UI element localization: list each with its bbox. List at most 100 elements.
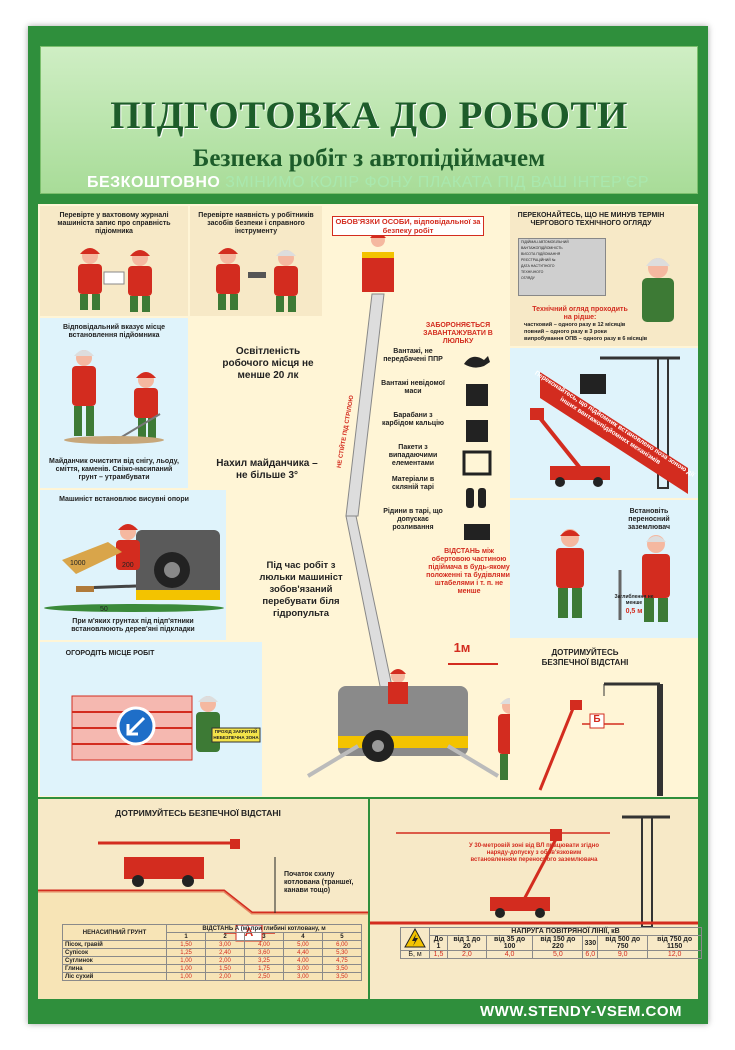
distance-b-value: 5,0 <box>532 950 584 959</box>
distance-value: 1,75 <box>243 964 284 973</box>
panel-grounding: Встановіть переносний заземлювач Заглибл… <box>510 500 698 638</box>
site-choice-text: Відповідальний вказує місце встановлення… <box>62 324 166 339</box>
poster-subtitle: Безпека робіт з автопідіймачем <box>192 145 546 172</box>
title-box: ПІДГОТОВКА ДО РОБОТИ Безпека робіт з авт… <box>40 46 698 194</box>
grounding-text: Встановіть переносний заземлювач <box>627 508 671 531</box>
workers-journal-illustration <box>78 248 152 312</box>
forbidden-item: Рідини в тарі, що допускає розливання <box>383 508 443 531</box>
journal-text: Перевірте у вахтовому журналі машиніста … <box>57 212 171 235</box>
soil-name: Пісок, гравій <box>61 940 168 949</box>
distance-value: 3,50 <box>321 972 363 981</box>
soft-ground-text: При м'яких грунтах під підп'ятники встан… <box>71 618 195 633</box>
vl-note: У 30-метровій зоні від ВЛ працювати згід… <box>468 843 600 863</box>
inspection-item: випробування ОПВ – одного разу в 6 місяц… <box>524 336 648 342</box>
forbidden-title: ЗАБОРОНЯЄТЬСЯ ЗАВАНТАЖУВАТИ В ЛЮЛЬКУ <box>423 322 493 345</box>
grounding-depth-value: 0,5 м <box>625 608 643 615</box>
table-row: Суглинок 1,00 2,00 3,25 4,00 4,75 <box>61 956 363 965</box>
distance-value: 1,00 <box>166 972 207 981</box>
panel-vl-distance: У 30-метровій зоні від ВЛ працювати згід… <box>370 799 698 999</box>
distance-value: 2,00 <box>205 972 245 981</box>
vl-illustration <box>370 815 698 928</box>
distance-value: 1,25 <box>166 948 207 957</box>
distance-value: 3,00 <box>205 940 245 949</box>
distance-b-value: 12,0 <box>647 950 702 959</box>
distance-value: 5,30 <box>321 948 363 957</box>
fence-illustration <box>71 695 261 761</box>
voltage-distance-table: НАПРУГА ПОВІТРЯНОЇ ЛІНІЇ, кВ До 1 від 1 … <box>400 927 702 959</box>
soil-name: Суглинок <box>61 956 168 965</box>
sign-line1: ПРОХІД ЗАКРИТИЙ <box>214 729 258 734</box>
voltage-cell: 330 <box>582 935 599 951</box>
voltage-cell: від 1 до 20 <box>446 935 487 951</box>
soil-name: Глина <box>61 964 168 973</box>
dim-200: 200 <box>122 562 134 569</box>
sign-line2: НЕБЕЗПЕЧНА ЗОНА <box>213 735 259 740</box>
forbidden-item: Барабани з карбідом кальцію <box>381 412 445 427</box>
grounding-depth-label: Заглиблення не менше <box>614 594 654 606</box>
safety-officer-text: ОБОВ'ЯЗКИ ОСОБИ, відповідальної за безпе… <box>332 216 484 236</box>
panel-ppe: Перевірте наявність у робітників засобів… <box>190 206 322 316</box>
forbidden-list: Вантажі, не передбачені ППР Вантажі неві… <box>378 348 518 540</box>
table-row: Пісок, гравій 1,50 3,00 4,00 5,00 6,00 <box>61 940 363 949</box>
site-choice-illustration <box>64 350 164 444</box>
workers-ppe-illustration <box>216 248 298 312</box>
distance-b-value: 1,5 <box>429 950 448 959</box>
poster: ПІДГОТОВКА ДО РОБОТИ Безпека робіт з авт… <box>28 26 708 1024</box>
distance-b-value: 9,0 <box>597 950 649 959</box>
depth-cell: 4 <box>282 932 323 941</box>
distance-value: 6,00 <box>321 940 363 949</box>
panel-crane: Переконайтесь, що підйомник встановлено … <box>510 348 698 498</box>
plate-line: ДАТА НАСТУПНОГО <box>521 264 555 268</box>
inspection-plate: ПІДІЙМАЧ АВТОМОБІЛЬНИЙ ВАНТАЖОПІДЙОМНІСТ… <box>518 238 606 296</box>
forbidden-item: Вантажі, не передбачені ППР <box>383 348 443 363</box>
depth-cell: 3 <box>243 932 284 941</box>
table-row: Б, м 1,5 2,0 4,0 5,0 6,0 9,0 12,0 <box>400 950 702 959</box>
distance-value: 2,00 <box>205 956 245 965</box>
safe-distance-right-title: ДОТРИМУЙТЕСЬ БЕЗПЕЧНОЇ ВІДСТАНІ <box>541 648 629 667</box>
lighting-text: Освітленість робочого місця не менше 20 … <box>222 346 314 381</box>
distance-value: 1,00 <box>166 956 207 965</box>
aerial-lift-illustration <box>306 233 522 780</box>
forbidden-item: Вантажі невідомої маси <box>381 380 445 395</box>
trench-note: Початок схилу котлована (траншеї, канави… <box>284 871 354 894</box>
plate-line: ПІДІЙМАЧ АВТОМОБІЛЬНИЙ <box>521 240 569 244</box>
table-row: Ліс сухий 1,00 2,00 2,50 3,00 3,50 <box>61 972 363 981</box>
inspection-item: повний – одного разу в 3 роки <box>524 329 607 335</box>
distance-b-value: 6,0 <box>582 950 599 959</box>
distance-value: 4,75 <box>321 956 363 965</box>
distance-value: 1,00 <box>166 964 207 973</box>
voltage-cell: від 35 до 100 <box>485 935 534 951</box>
distance-value: 1м <box>453 640 471 655</box>
distance-value: 3,25 <box>243 956 284 965</box>
distance-b-value: 4,0 <box>485 950 534 959</box>
distance-value: 2,50 <box>243 972 284 981</box>
distance-value: 4,00 <box>282 956 323 965</box>
plate-line: ОГЛЯДУ <box>521 276 535 280</box>
electric-hazard-icon <box>400 927 430 951</box>
poster-title: ПІДГОТОВКА ДО РОБОТИ <box>110 94 628 137</box>
depth-cell: 2 <box>205 932 245 941</box>
voltage-table-header: НАПРУГА ПОВІТРЯНОЇ ЛІНІЇ, кВ <box>429 927 702 936</box>
distance-value: 3,50 <box>321 964 363 973</box>
website-link[interactable]: WWW.STENDY-VSEM.COM <box>480 1003 682 1020</box>
soil-name: Ліс сухий <box>61 972 168 981</box>
panel-safe-distance-right: ДОТРИМУЙТЕСЬ БЕЗПЕЧНОЇ ВІДСТАНІ Б <box>510 640 698 796</box>
soil-distance-table: НЕНАСИПНИЙ ГРУНТ ВІДСТАНЬ А (м) при глиб… <box>61 924 363 981</box>
distance-value: 5,00 <box>282 940 323 949</box>
distance-value: 1,50 <box>205 964 245 973</box>
plate-line: ВАНТАЖОПІДЙОМНІСТЬ <box>521 246 563 250</box>
voltage-cell: від 150 до 220 <box>532 935 584 951</box>
inspection-intro: Технічний огляд проходить на рідше: <box>532 306 628 321</box>
distance-value: 3,60 <box>243 948 284 957</box>
distance-value: 3,00 <box>282 964 323 973</box>
distance-value: 4,40 <box>282 948 323 957</box>
row-label: Б, м <box>400 950 430 959</box>
distance-note: ВІДСТАНЬ між обертовою частиною підіймач… <box>426 548 512 595</box>
panel-site-choice: Відповідальний вказує місце встановлення… <box>40 318 188 488</box>
plate-line: РЕЄСТРАЦІЙНИЙ № <box>521 258 556 262</box>
inspection-items: частковий – одного разу в 12 місяців пов… <box>524 322 694 343</box>
voltage-cell: від 500 до 750 <box>597 935 649 951</box>
powerline-illustration <box>538 682 663 796</box>
slope-text: Нахил майданчика – не більше 3° <box>216 458 318 481</box>
forbidden-icons <box>462 356 492 540</box>
